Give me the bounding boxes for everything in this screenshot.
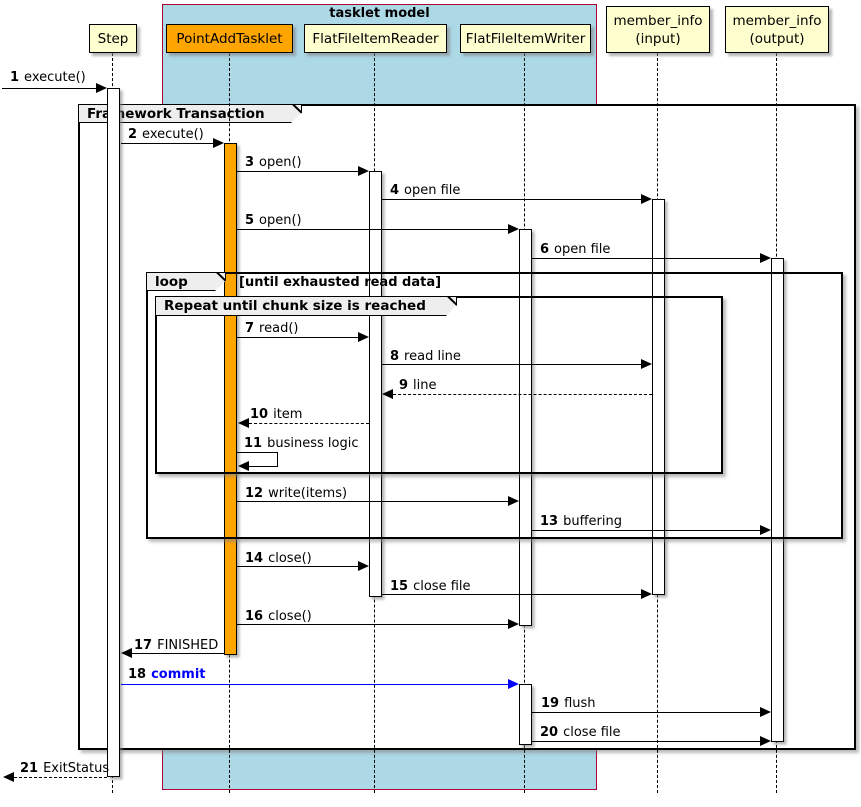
arrowhead — [358, 166, 369, 176]
participant-label: member_info — [613, 12, 703, 29]
message-line — [277, 452, 278, 466]
participant-sublabel: (input) — [635, 30, 681, 47]
arrowhead — [213, 138, 224, 148]
participant-step: Step — [89, 24, 137, 53]
frame-tab: Framework Transaction — [78, 104, 302, 123]
message-line — [237, 229, 509, 230]
group-box-title: tasklet model — [329, 6, 430, 21]
frame-label: Framework Transaction — [87, 106, 265, 122]
message-line — [121, 684, 509, 685]
arrowhead — [760, 253, 771, 263]
message-line — [237, 566, 359, 567]
message-line — [381, 199, 642, 200]
arrowhead — [358, 561, 369, 571]
arrowhead — [508, 679, 519, 689]
arrowhead — [238, 461, 249, 471]
message-line — [531, 712, 761, 713]
arrowhead — [238, 418, 249, 428]
activation-bar-writer-commit — [519, 684, 532, 745]
frame-tab: loop — [146, 272, 226, 291]
message-line — [249, 423, 369, 424]
frame-framework-transaction: Framework Transaction — [78, 104, 856, 750]
arrowhead — [358, 332, 369, 342]
participant-member-info-input: member_info (input) — [606, 6, 710, 53]
activation-bar-reader — [369, 171, 382, 597]
arrowhead — [760, 707, 771, 717]
loop-guard: [until exhausted read data] — [239, 275, 442, 290]
message-line — [531, 258, 761, 259]
message-line — [381, 594, 642, 595]
frame-loop: loop — [146, 272, 843, 539]
frame-tab: Repeat until chunk size is reached — [155, 296, 457, 316]
activation-bar-input — [652, 199, 665, 595]
participant-flatfileitemreader: FlatFileItemReader — [304, 24, 447, 53]
participant-label: FlatFileItemWriter — [465, 30, 586, 47]
message-line — [237, 501, 509, 502]
message-line — [14, 777, 107, 778]
message-line — [531, 530, 761, 531]
message-line — [237, 452, 278, 453]
message-line — [237, 624, 509, 625]
message-line — [237, 171, 359, 172]
arrowhead — [382, 389, 393, 399]
arrowhead — [760, 736, 771, 746]
message-line — [237, 337, 359, 338]
arrowhead — [641, 359, 652, 369]
message-line — [249, 466, 278, 467]
arrowhead — [96, 83, 107, 93]
activation-bar-step — [107, 88, 120, 777]
participant-flatfileitemwriter: FlatFileItemWriter — [460, 24, 591, 53]
participant-label: member_info — [732, 12, 822, 29]
arrowhead — [760, 525, 771, 535]
arrowhead — [3, 772, 14, 782]
frame-repeat: Repeat until chunk size is reached — [155, 296, 723, 474]
activation-bar-output — [771, 258, 784, 742]
message-line — [381, 364, 642, 365]
participant-sublabel: (output) — [749, 30, 805, 47]
participant-label: FlatFileItemReader — [312, 30, 439, 47]
activation-bar-tasklet — [224, 143, 237, 655]
arrowhead — [508, 224, 519, 234]
participant-pointaddtasklet: PointAddTasklet — [166, 24, 293, 53]
arrowhead — [121, 648, 132, 658]
frame-label: loop — [155, 274, 188, 290]
arrowhead — [641, 194, 652, 204]
frame-label: Repeat until chunk size is reached — [164, 298, 426, 314]
message-line — [132, 653, 224, 654]
message-line — [2, 88, 97, 89]
participant-label: Step — [97, 30, 129, 47]
message-line — [121, 143, 214, 144]
arrowhead — [508, 496, 519, 506]
participant-label: PointAddTasklet — [176, 30, 283, 47]
activation-bar-writer — [519, 229, 532, 626]
message-line — [393, 394, 652, 395]
arrowhead — [508, 619, 519, 629]
arrowhead — [641, 589, 652, 599]
message-line — [531, 741, 761, 742]
participant-member-info-output: member_info (output) — [725, 6, 829, 53]
